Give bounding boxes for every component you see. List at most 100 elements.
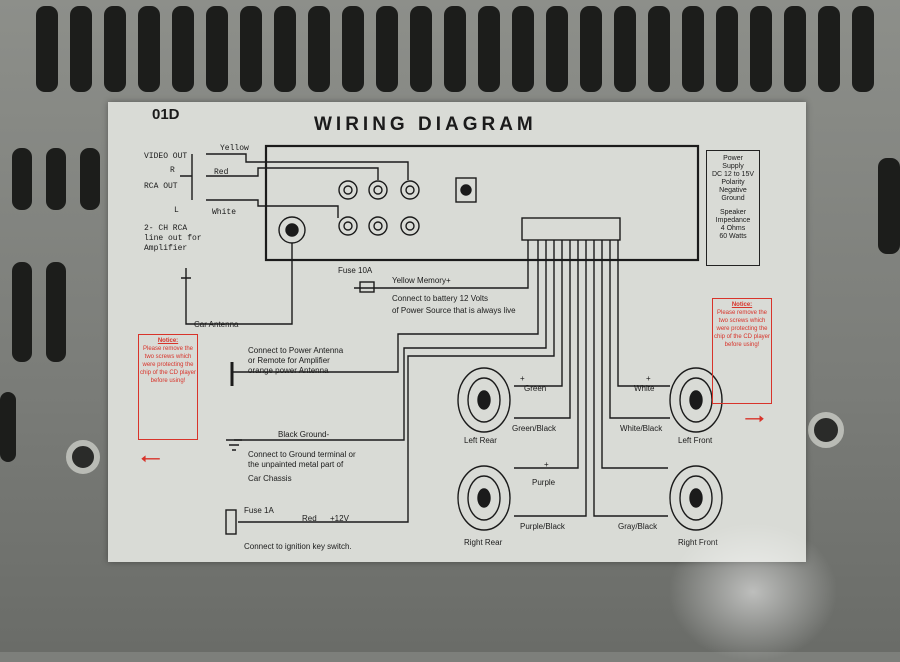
rca-jack	[338, 180, 358, 200]
wiring-schematic	[180, 144, 723, 535]
speaker-left-front	[669, 367, 723, 433]
ps-ground: Ground	[721, 195, 745, 202]
rca-jack-core	[373, 185, 383, 195]
white-black-label: White/Black	[620, 424, 663, 433]
ground-label: Car Chassis	[248, 474, 292, 483]
vent-slot	[206, 6, 228, 92]
red-wire-label: Red	[302, 514, 317, 523]
car-antenna-label: Car Antenna	[194, 320, 239, 329]
rca-l-wire	[206, 199, 339, 218]
ps-watts: 60 Watts	[719, 233, 747, 240]
ignition-wire	[238, 240, 555, 523]
vent-slot	[878, 158, 900, 254]
notice-title: Notice:	[157, 338, 179, 344]
diagram-title: WIRING DIAGRAM	[314, 114, 537, 135]
ground-symbol	[226, 439, 242, 451]
notice-body: Please remove the two screws which were …	[139, 346, 197, 384]
green-black-wire	[514, 240, 571, 419]
plus-marker: +	[544, 460, 549, 469]
vent-slot	[308, 6, 330, 92]
gray-black-label: Gray/Black	[618, 522, 658, 531]
video-wire-label: Yellow	[220, 144, 249, 153]
vent-slot	[852, 6, 874, 92]
battery-label: of Power Source that is always live	[392, 306, 516, 315]
antenna-socket-core	[285, 223, 299, 237]
vent-slot	[750, 6, 772, 92]
rca-l-wire-label: White	[212, 208, 237, 217]
vent-slot	[444, 6, 466, 92]
right-rear-label: Right Rear	[464, 538, 503, 547]
white-wire	[617, 240, 670, 387]
line-out-label: Amplifier	[144, 244, 188, 253]
purple-black-label: Purple/Black	[520, 522, 565, 531]
rca-jack	[400, 216, 420, 236]
ps-polarity: Polarity	[721, 179, 745, 186]
ground-wire	[234, 240, 547, 441]
harness-connector	[521, 217, 621, 241]
head-unit-outline	[264, 144, 700, 262]
rca-jack-core	[373, 221, 383, 231]
vent-slot	[104, 6, 126, 92]
white-black-wire	[609, 240, 670, 419]
ps-speaker: Speaker	[719, 209, 747, 216]
vent-slot	[12, 262, 32, 362]
arrow-right-icon: 🠂	[744, 404, 766, 434]
rca-jack	[368, 180, 388, 200]
purple-black-wire	[514, 240, 587, 517]
green-label: Green	[524, 384, 547, 393]
left-rear-label: Left Rear	[464, 436, 497, 445]
antenna-plug	[181, 268, 191, 298]
aux-port	[455, 177, 477, 203]
vent-slot	[36, 6, 58, 92]
rca-jack-core	[343, 185, 353, 195]
rca-jack-core	[343, 221, 353, 231]
notice-body: Please remove the two screws which were …	[713, 310, 771, 348]
vent-slot	[70, 6, 92, 92]
vent-slot	[648, 6, 670, 92]
vent-slot	[818, 6, 840, 92]
vent-slot	[512, 6, 534, 92]
ps-impedance: Impedance	[715, 217, 751, 224]
green-black-label: Green/Black	[512, 424, 557, 433]
rca-bracket	[180, 154, 193, 200]
speaker-right-rear	[457, 465, 511, 531]
ps-title: Supply	[722, 163, 744, 170]
power-antenna-label: orange power Antenna	[248, 366, 329, 375]
line-out-label: 2- CH RCA	[144, 224, 188, 233]
fuse-10a-label: Fuse 10A	[338, 266, 373, 275]
power-supply-box: Power Supply DC 12 to 15V Polarity Negat…	[706, 150, 760, 266]
ground-label: the unpainted metal part of	[248, 460, 344, 469]
ignition-fuse	[225, 509, 237, 535]
vent-slot	[376, 6, 398, 92]
model-code: 01D	[152, 106, 180, 123]
vent-slot	[172, 6, 194, 92]
battery-label: Connect to battery 12 Volts	[392, 294, 489, 303]
white-label: White	[634, 384, 655, 393]
rca-jack	[400, 180, 420, 200]
video-out-label: VIDEO OUT	[144, 152, 188, 161]
purple-label: Purple	[532, 478, 556, 487]
battery-icon	[359, 281, 375, 293]
ps-ohms: 4 Ohms	[720, 225, 746, 232]
notice-left: Notice: Please remove the two screws whi…	[138, 334, 198, 440]
rca-jack-core	[405, 221, 415, 231]
plus-marker: +	[646, 374, 651, 383]
purple-wire	[514, 240, 579, 469]
vent-slot	[0, 392, 16, 462]
rca-jack	[338, 216, 358, 236]
gray-wire	[601, 240, 668, 469]
vent-slot	[80, 148, 100, 210]
black-ground-label: Black Ground-	[278, 430, 330, 439]
vent-slot	[46, 148, 66, 210]
vent-slot	[46, 262, 66, 362]
rca-l-label: L	[174, 206, 179, 215]
aux-port-core	[460, 184, 472, 196]
ps-title: Power	[723, 155, 743, 162]
ignition-label: Connect to ignition key switch.	[244, 542, 352, 551]
speaker-right-front	[669, 465, 723, 531]
vent-slot	[138, 6, 160, 92]
rca-out-label: RCA OUT	[144, 182, 178, 191]
plus-12v-label: +12V	[330, 514, 349, 523]
ps-negative: Negative	[719, 187, 747, 194]
vent-slot	[410, 6, 432, 92]
